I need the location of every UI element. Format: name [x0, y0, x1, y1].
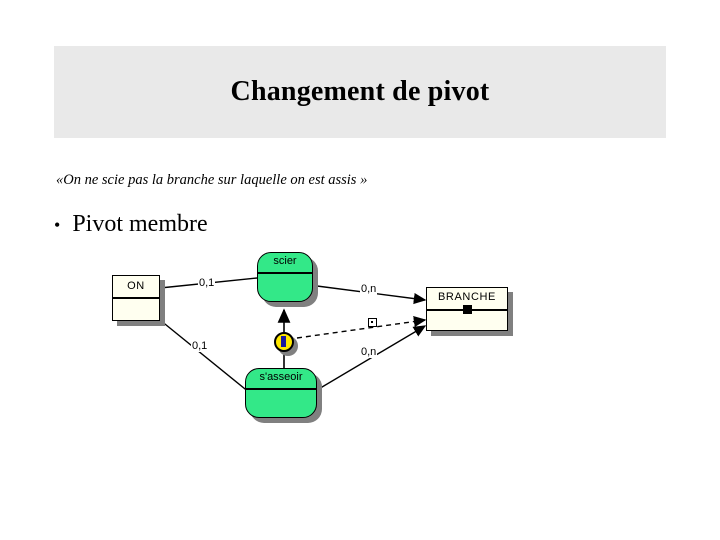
pivot-bar-glyph [281, 336, 286, 347]
page-title: Changement de pivot [230, 76, 490, 107]
edge-label-on-asseoir: 0,1 [191, 340, 209, 352]
relation-scier-label: scier [273, 255, 297, 267]
relation-scier-divider [257, 272, 313, 274]
bullet-item-label: Pivot membre [72, 211, 208, 237]
edge-label-on-scier: 0,1 [198, 277, 216, 289]
edge-asseoir-branche [316, 325, 427, 391]
entity-on-divider [113, 297, 159, 299]
edge-on-asseoir [159, 319, 251, 394]
edge-label-scier-branche: 0,n [360, 283, 378, 295]
diagram-connectors [159, 277, 427, 394]
relation-asseoir-label: s'asseoir [259, 371, 303, 383]
square-dot-marker-icon [368, 318, 377, 327]
relation-scier[interactable]: scier [257, 252, 313, 302]
title-band: Changement de pivot [54, 46, 666, 138]
entity-branche-label: BRANCHE [438, 291, 496, 303]
merise-diagram: ON BRANCHE scier s'asseoir 0,1 0,n 0,1 0… [95, 248, 545, 448]
entity-on[interactable]: ON [112, 275, 160, 321]
pivot-circle-icon[interactable] [274, 332, 294, 352]
relation-asseoir[interactable]: s'asseoir [245, 368, 317, 418]
pivot-marker-icon [463, 305, 472, 314]
relation-scier-body [257, 252, 313, 302]
relation-asseoir-body [245, 368, 317, 418]
bullet-marker-icon: • [54, 215, 61, 235]
edge-label-asseoir-branche: 0,n [360, 346, 378, 358]
relation-asseoir-divider [245, 388, 317, 390]
edge-pivot-branche-dashed [296, 316, 427, 339]
bullet-item: • Pivot membre [54, 211, 208, 238]
entity-branche[interactable]: BRANCHE [426, 287, 508, 331]
entity-on-label: ON [127, 280, 145, 292]
quote-text: «On ne scie pas la branche sur laquelle … [56, 172, 368, 188]
